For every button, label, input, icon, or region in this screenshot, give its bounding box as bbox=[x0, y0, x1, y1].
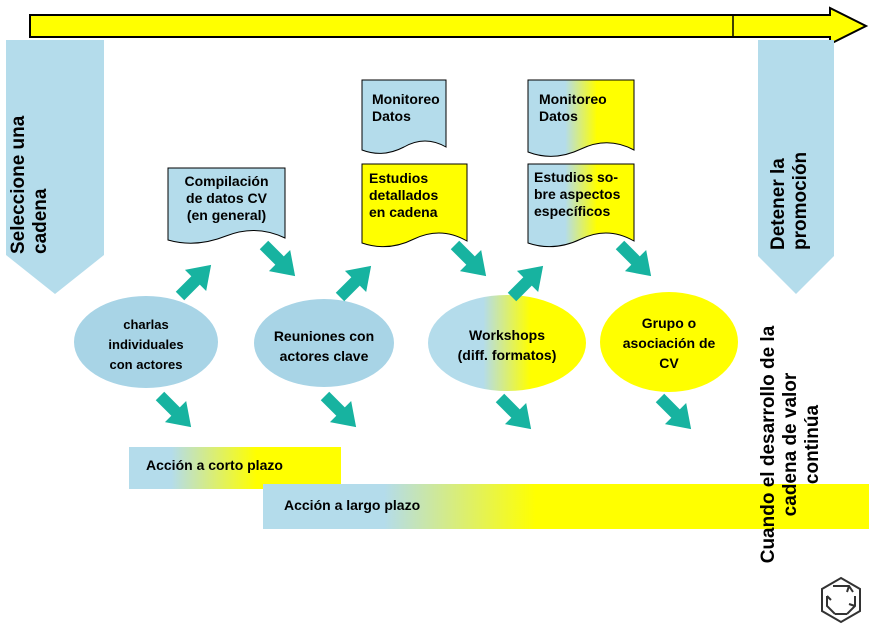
ellipse-workshops-line2: (diff. formatos) bbox=[457, 347, 557, 363]
doc-compilation: Compilación de datos CV (en general) bbox=[168, 173, 285, 224]
select-chain-line1: Seleccione una bbox=[8, 115, 29, 254]
arrow-talks-down bbox=[155, 391, 192, 428]
select-chain-label: Seleccione una cadena bbox=[8, 116, 52, 254]
arrow-meetings-down bbox=[320, 391, 357, 428]
doc-compilation-line3: (en general) bbox=[186, 207, 267, 223]
timeline-arrow bbox=[29, 6, 869, 46]
doc-studies2-line1: Estudios so- bbox=[534, 169, 619, 185]
recycle-arrows-icon bbox=[821, 576, 861, 624]
doc-studies1-shape bbox=[361, 163, 468, 248]
arrow-group-down bbox=[655, 393, 692, 430]
ellipse-talks bbox=[74, 296, 218, 388]
select-chain-line2: cadena bbox=[30, 188, 51, 254]
stop-promotion-line1: Detener la bbox=[768, 158, 789, 250]
ellipse-talks-line2: individuales bbox=[108, 337, 184, 352]
doc-monitor1-line2: Datos bbox=[372, 108, 411, 124]
arrow-studies1-to-workshops bbox=[450, 240, 487, 277]
ellipse-meetings-line1: Reuniones con bbox=[273, 328, 375, 344]
doc-studies1-line3: en cadena bbox=[369, 204, 438, 220]
doc-compilation-line2: de datos CV bbox=[186, 190, 267, 206]
arrow-studies2-to-group bbox=[615, 240, 652, 277]
doc-studies1-line2: detallados bbox=[369, 187, 439, 203]
ellipse-group-line3: CV bbox=[659, 355, 679, 371]
doc-monitor1: Monitoreo Datos bbox=[372, 91, 440, 125]
ellipse-group-line2: asociación de bbox=[622, 335, 716, 351]
doc-compilation-shape bbox=[167, 167, 286, 244]
arrow-workshops-down bbox=[495, 393, 532, 430]
ellipse-meetings-label: Reuniones con actores clave bbox=[258, 326, 390, 366]
ellipse-talks-label: charlas individuales con actores bbox=[84, 315, 208, 375]
ellipse-group-label: Grupo o asociación de CV bbox=[606, 313, 732, 373]
arrow-talks-to-compilation bbox=[175, 264, 212, 301]
ellipse-group bbox=[600, 292, 738, 392]
stop-promotion-label: Detener la promoción bbox=[768, 152, 812, 250]
doc-monitor2-line1: Monitoreo bbox=[539, 91, 607, 107]
doc-studies2-shape bbox=[527, 163, 635, 248]
continuation-line1: Cuando el desarrollo de la bbox=[758, 325, 779, 564]
doc-monitor2-shape bbox=[527, 79, 635, 157]
select-chain-arrow bbox=[6, 40, 104, 294]
ellipse-meetings bbox=[254, 299, 394, 387]
ellipse-talks-line3: con actores bbox=[109, 357, 183, 372]
continuation-note: Cuando el desarrollo de la cadena de val… bbox=[758, 277, 824, 612]
doc-studies1: Estudios detallados en cadena bbox=[369, 170, 438, 221]
short-term-bar bbox=[129, 447, 341, 489]
ellipse-group-line1: Grupo o bbox=[641, 315, 697, 331]
continuation-line3: continúa bbox=[802, 404, 823, 485]
doc-studies2-line3: específicos bbox=[534, 203, 611, 219]
ellipse-talks-line1: charlas bbox=[123, 317, 169, 332]
doc-studies1-line1: Estudios bbox=[369, 170, 429, 186]
long-term-label: Acción a largo plazo bbox=[284, 497, 421, 513]
stop-promotion-line2: promoción bbox=[790, 151, 811, 250]
short-term-label: Acción a corto plazo bbox=[146, 457, 283, 473]
continuation-line2: cadena de valor bbox=[780, 372, 801, 517]
long-term-bar bbox=[263, 484, 869, 529]
arrow-workshops-to-studies2 bbox=[507, 265, 544, 302]
doc-studies2-line2: bre aspectos bbox=[534, 186, 621, 202]
ellipse-workshops-label: Workshops (diff. formatos) bbox=[436, 325, 578, 365]
doc-monitor1-shape bbox=[361, 79, 447, 154]
doc-compilation-line1: Compilación bbox=[184, 173, 269, 189]
doc-monitor1-line1: Monitoreo bbox=[372, 91, 440, 107]
stop-promotion-arrow bbox=[758, 40, 834, 294]
arrow-meetings-to-studies1 bbox=[335, 265, 372, 302]
doc-monitor2: Monitoreo Datos bbox=[539, 91, 607, 125]
doc-studies2: Estudios so- bre aspectos específicos bbox=[534, 169, 620, 220]
doc-monitor2-line2: Datos bbox=[539, 108, 578, 124]
arrow-compilation-to-meetings bbox=[259, 240, 296, 277]
ellipse-meetings-line2: actores clave bbox=[279, 348, 369, 364]
ellipse-workshops-line1: Workshops bbox=[469, 327, 545, 343]
ellipse-workshops bbox=[428, 295, 586, 391]
